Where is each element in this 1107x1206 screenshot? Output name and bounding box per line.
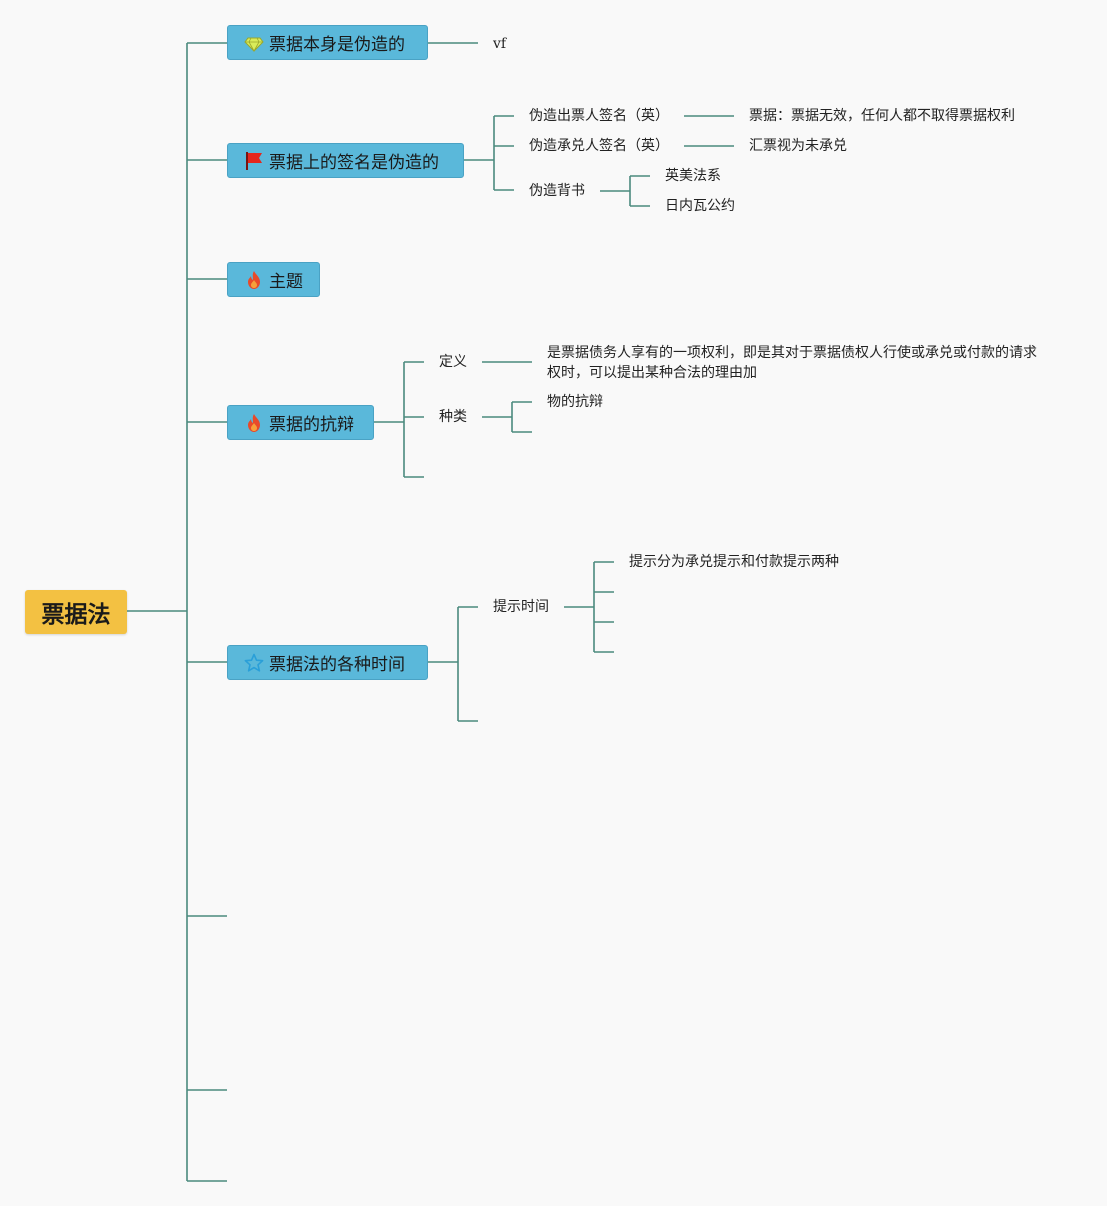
leaf-instrument-void[interactable]: 票据：票据无效，任何人都不取得票据权利	[749, 108, 1015, 124]
leaf-real-defense[interactable]: 物的抗辩	[547, 394, 603, 410]
branch-definition[interactable]: 定义	[439, 354, 467, 370]
star-icon	[244, 653, 264, 672]
leaf-vf[interactable]: vf	[493, 36, 507, 52]
leaf-deemed-unaccepted[interactable]: 汇票视为未承兑	[749, 138, 847, 154]
diamond-icon	[244, 37, 264, 52]
topic-label: 票据法的各种时间	[269, 655, 405, 675]
branch-types[interactable]: 种类	[439, 409, 467, 425]
branch-forged-drawer-signature[interactable]: 伪造出票人签名（英）	[529, 108, 669, 124]
topic-label: 票据上的签名是伪造的	[269, 153, 439, 173]
topic-forged-instrument[interactable]: 票据本身是伪造的	[227, 25, 428, 60]
topic-label: 主题	[269, 272, 303, 292]
branch-presentment-time[interactable]: 提示时间	[493, 599, 549, 615]
red-flag-icon	[246, 151, 262, 170]
topic-defenses[interactable]: 票据的抗辩	[227, 405, 374, 440]
branch-forged-endorsement[interactable]: 伪造背书	[529, 183, 585, 199]
leaf-geneva-convention[interactable]: 日内瓦公约	[665, 198, 735, 214]
root-node[interactable]: 票据法	[25, 590, 127, 634]
branch-forged-acceptor-signature[interactable]: 伪造承兑人签名（英）	[529, 138, 669, 154]
fire-icon	[248, 270, 260, 289]
leaf-anglo-american-law[interactable]: 英美法系	[665, 168, 721, 184]
topic-main-theme[interactable]: 主题	[227, 262, 320, 297]
fire-icon	[248, 413, 260, 432]
topic-label: 票据本身是伪造的	[269, 35, 405, 55]
topic-forged-signature[interactable]: 票据上的签名是伪造的	[227, 143, 464, 178]
topic-label: 票据的抗辩	[269, 415, 354, 435]
leaf-definition-text[interactable]: 是票据债务人享有的一项权利，即是其对于票据债权人行使或承兑或付款的请求权时，可以…	[547, 345, 1037, 381]
leaf-presentment-types[interactable]: 提示分为承兑提示和付款提示两种	[629, 554, 839, 570]
topic-time-limits[interactable]: 票据法的各种时间	[227, 645, 428, 680]
root-label: 票据法	[41, 602, 111, 628]
